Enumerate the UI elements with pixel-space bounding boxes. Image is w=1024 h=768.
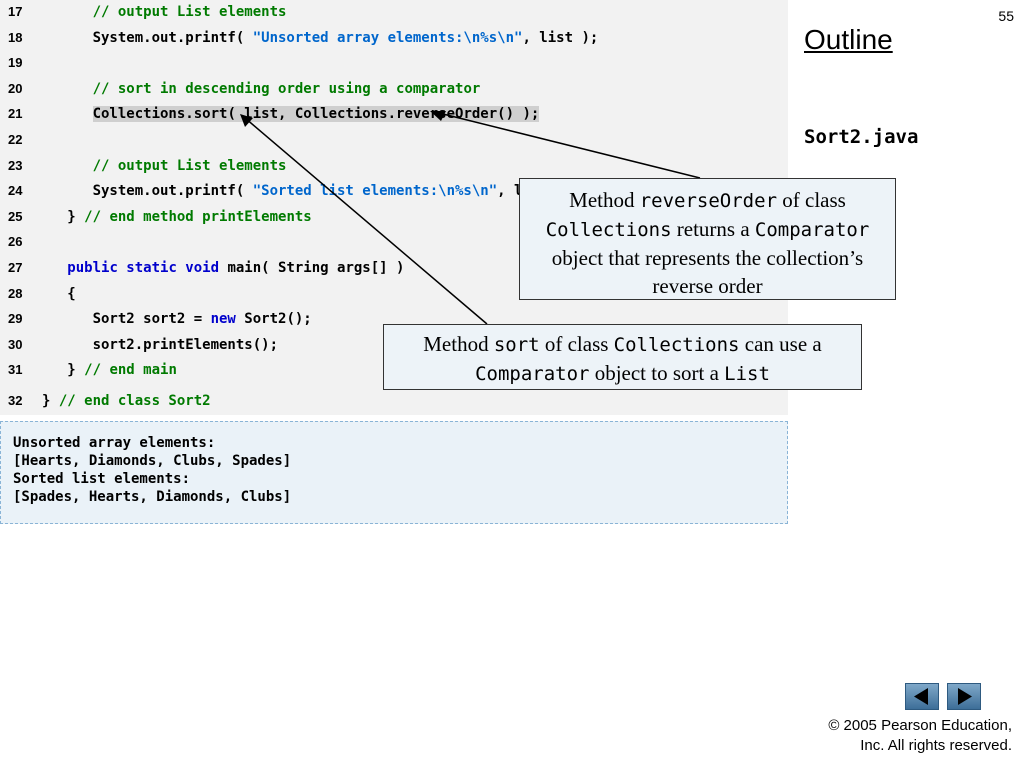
- callout-arrowhead-reverse-order: [430, 111, 446, 121]
- callout-text: of class: [539, 332, 614, 356]
- code-token: System.out.printf(: [42, 29, 253, 46]
- code-token: Sort2();: [235, 311, 312, 328]
- code-text: sort2.printElements();: [42, 334, 278, 356]
- line-number: 22: [8, 132, 23, 147]
- callout-text: Method: [569, 188, 640, 212]
- callout-text: Method: [423, 332, 494, 356]
- code-line: 25 } // end method printElements: [0, 206, 312, 228]
- code-text: public static void main( String args[] ): [42, 257, 404, 279]
- line-number: 25: [8, 208, 23, 224]
- code-token: System.out.printf(: [42, 183, 253, 200]
- callout-text: object to sort a: [589, 361, 725, 385]
- line-number: 19: [8, 55, 23, 71]
- triangle-left-icon: [914, 688, 928, 705]
- outline-link[interactable]: Outline: [804, 24, 893, 55]
- page-number: 55: [998, 8, 1014, 24]
- code-token: "Sorted list elements:\n%s\n": [252, 183, 498, 200]
- callout-text: Comparator: [754, 219, 870, 241]
- code-token: // output List elements: [92, 4, 287, 20]
- code-line: 30 sort2.printElements();: [0, 334, 278, 356]
- code-text: System.out.printf( "Unsorted array eleme…: [42, 27, 599, 49]
- code-line: 32} // end class Sort2: [0, 390, 211, 412]
- callout-text: object that represents the collection’s …: [551, 246, 864, 298]
- line-number: 21: [8, 106, 23, 122]
- code-token: }: [42, 393, 59, 409]
- callout-text: returns a: [671, 217, 755, 241]
- code-line: 17 // output List elements: [0, 1, 286, 23]
- code-text: } // end method printElements: [42, 206, 312, 228]
- callout-text: sort: [493, 334, 540, 356]
- code-line: 28 {: [0, 283, 76, 305]
- code-token: Sort2 sort2 =: [42, 311, 211, 328]
- output-line: [Hearts, Diamonds, Clubs, Spades]: [13, 453, 292, 469]
- callout-text: List: [724, 363, 770, 385]
- code-token: // sort in descending order using a comp…: [92, 80, 481, 97]
- code-text: } // end class Sort2: [42, 390, 211, 412]
- code-token: , list );: [522, 29, 599, 46]
- code-line: 22: [0, 129, 42, 151]
- code-text: // output List elements: [42, 155, 287, 177]
- code-text: // sort in descending order using a comp…: [42, 78, 481, 100]
- line-number: 28: [8, 285, 23, 301]
- code-text: // output List elements: [42, 1, 287, 23]
- code-token: // end class Sort2: [58, 393, 211, 409]
- output-line: Sorted list elements:: [13, 471, 191, 487]
- code-line: 18 System.out.printf( "Unsorted array el…: [0, 27, 598, 49]
- line-number: 31: [8, 362, 23, 378]
- callout-arrowhead-sort: [240, 114, 253, 127]
- code-line: 19: [0, 52, 42, 74]
- copyright-line-1: © 2005 Pearson Education,: [828, 717, 1012, 734]
- next-slide-button[interactable]: [947, 683, 981, 710]
- line-number: 24: [8, 183, 23, 199]
- line-number: 23: [8, 157, 23, 173]
- callout-text: Collections: [545, 219, 672, 241]
- code-token: }: [42, 362, 85, 379]
- triangle-right-icon: [958, 688, 972, 705]
- callout-reverse-order: Method reverseOrder of class Collections…: [519, 178, 896, 300]
- output-line: [Spades, Hearts, Diamonds, Clubs]: [13, 489, 292, 505]
- code-line: 31 } // end main: [0, 359, 177, 381]
- code-line: 20 // sort in descending order using a c…: [0, 78, 480, 100]
- callout-text: Collections: [613, 334, 740, 356]
- line-number: 26: [8, 234, 23, 250]
- callout-text: of class: [777, 188, 846, 212]
- line-number: 30: [8, 336, 23, 352]
- code-line: 27 public static void main( String args[…: [0, 257, 404, 279]
- code-line: 29 Sort2 sort2 = new Sort2();: [0, 308, 312, 330]
- output-line: Unsorted array elements:: [13, 435, 216, 451]
- callout-text: Comparator: [475, 363, 590, 385]
- code-token: new: [210, 311, 236, 328]
- callout-arrow-sort: [244, 117, 488, 325]
- code-token: // end method printElements: [84, 208, 312, 225]
- code-token: }: [42, 208, 85, 225]
- program-output: Unsorted array elements: [Hearts, Diamond…: [0, 421, 788, 524]
- line-number: 20: [8, 80, 23, 96]
- file-name-label: Sort2.java: [804, 126, 919, 148]
- callout-text: reverseOrder: [639, 190, 778, 212]
- code-line: 26: [0, 231, 42, 253]
- code-token: // end main: [84, 362, 177, 379]
- code-token: // output List elements: [92, 157, 287, 174]
- line-number: 27: [8, 260, 23, 275]
- copyright-notice: © 2005 Pearson Education, Inc. All right…: [828, 716, 1012, 756]
- line-number: 18: [8, 29, 23, 45]
- callout-text: can use a: [739, 332, 822, 356]
- copyright-line-2: Inc. All rights reserved.: [860, 737, 1012, 754]
- code-text: } // end main: [42, 359, 177, 381]
- callout-sort-comparator: Method sort of class Collections can use…: [383, 324, 862, 390]
- code-text: Sort2 sort2 = new Sort2();: [42, 308, 312, 330]
- callout-arrow-reverse-order: [434, 111, 701, 179]
- code-line: 23 // output List elements: [0, 155, 286, 177]
- line-number: 32: [8, 393, 23, 408]
- code-token: "Unsorted array elements:\n%s\n": [252, 29, 523, 46]
- previous-slide-button[interactable]: [905, 683, 939, 710]
- code-token: main( String args[] ): [219, 260, 405, 276]
- code-token: {: [42, 285, 76, 302]
- line-number: 17: [8, 4, 23, 19]
- code-token: public static void: [67, 260, 220, 276]
- code-token: sort2.printElements();: [42, 336, 279, 353]
- code-text: {: [42, 283, 76, 305]
- line-number: 29: [8, 311, 23, 327]
